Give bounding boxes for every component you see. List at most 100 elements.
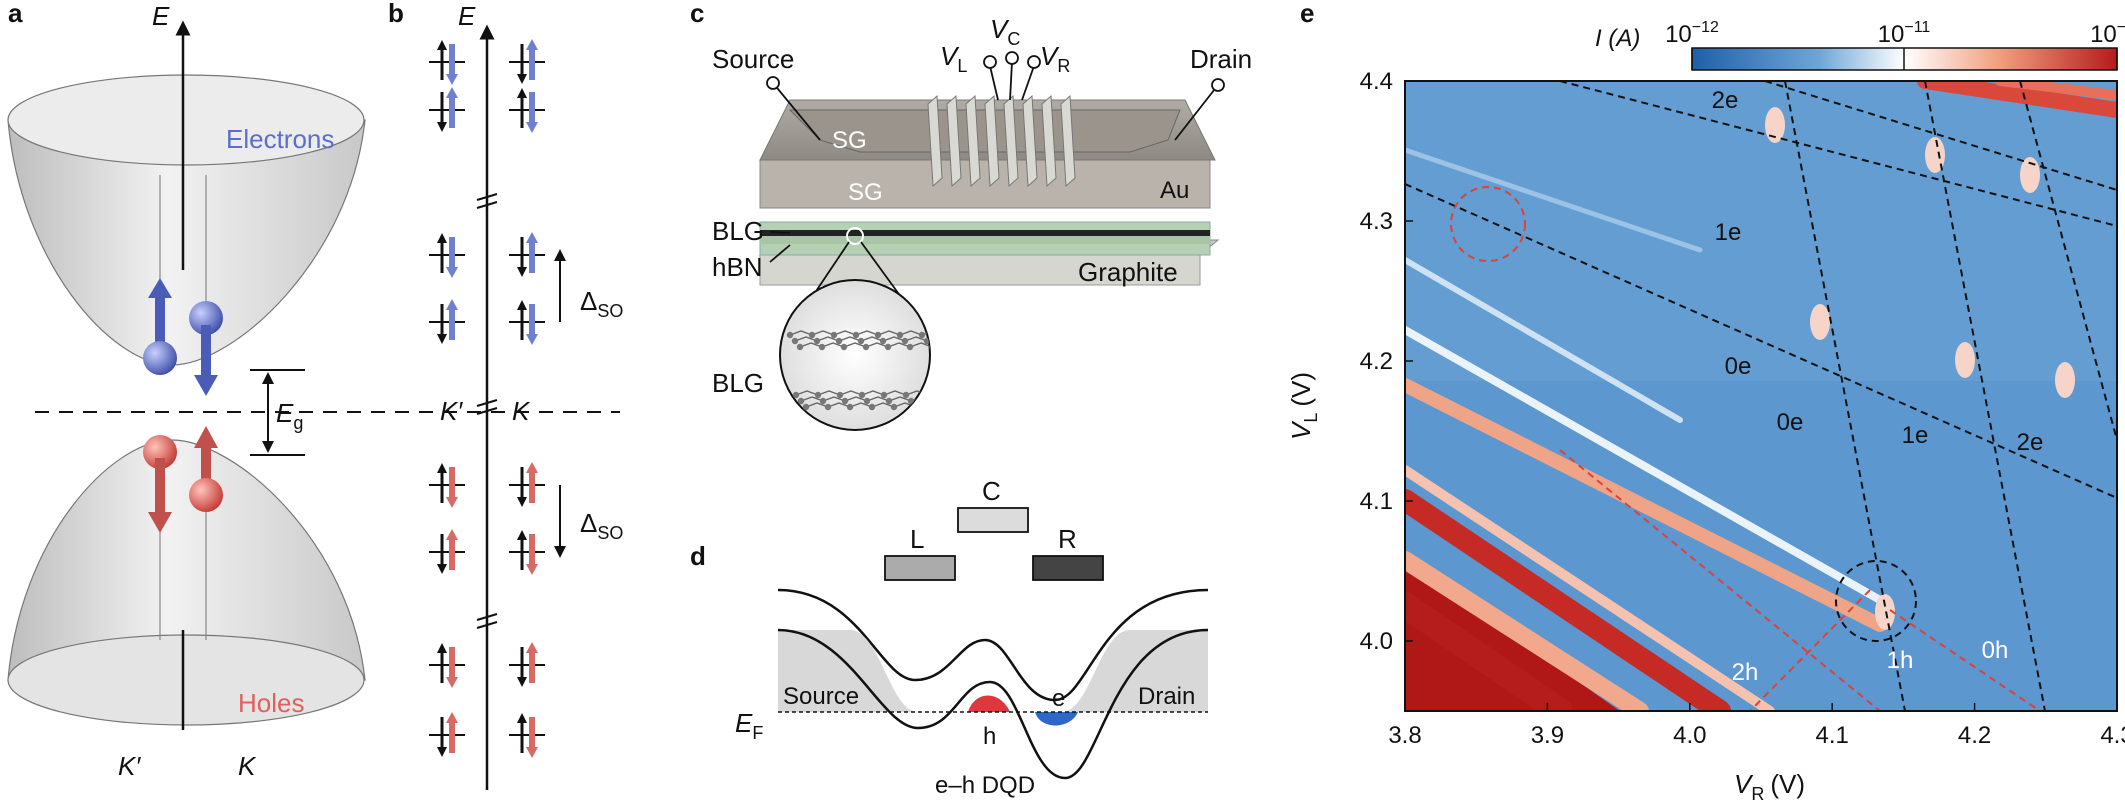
bilayer-lattice xyxy=(786,330,955,411)
current-stripe xyxy=(1405,465,1775,711)
spin-arrowhead-black xyxy=(517,267,527,277)
lattice-atom xyxy=(824,403,832,411)
electron-label: e xyxy=(1052,685,1065,712)
lattice-bond xyxy=(933,397,955,401)
lattice-bond xyxy=(904,336,928,342)
lattice-bond xyxy=(795,390,819,396)
split-gate-top-label: SG xyxy=(832,127,867,154)
electrons-label: Electrons xyxy=(226,124,334,154)
spin-arrowhead-black xyxy=(437,233,447,243)
lattice-bond xyxy=(839,390,863,396)
panel-b: b E K′ K ΔSO ΔSO xyxy=(388,0,623,790)
drain-label: Drain xyxy=(1190,44,1252,74)
lattice-atom xyxy=(802,403,810,411)
x-tick-label: 4.2 xyxy=(1958,722,1991,749)
gate-finger xyxy=(1041,94,1057,188)
charge-state-label: 2e xyxy=(2017,429,2044,456)
lattice-atom xyxy=(902,391,910,399)
spin-arrowhead-black xyxy=(517,530,527,540)
charge-state-label: 2e xyxy=(1712,87,1739,114)
spin-valley-levels xyxy=(429,39,545,758)
lattice-atom xyxy=(929,397,930,405)
triple-point xyxy=(1875,594,1895,630)
spin-arrowhead-black xyxy=(437,564,447,574)
lattice-atom xyxy=(786,331,794,339)
boundary-dashed-line xyxy=(1764,81,2117,191)
valence-fill-left xyxy=(778,630,918,712)
current-stripe xyxy=(1405,147,1703,253)
lattice-bond xyxy=(888,396,912,402)
colorbar-tick-label: 10−10 xyxy=(2090,19,2125,48)
blg-pointer xyxy=(769,231,791,234)
panel-c: c Source Drain VL VC VR SG SG Au Graphit… xyxy=(690,0,1252,431)
gap-label: Eg xyxy=(276,398,303,433)
lattice-bond xyxy=(927,390,930,396)
panel-b-letter: b xyxy=(388,0,404,28)
lattice-atom xyxy=(896,331,904,339)
lattice-bond xyxy=(799,342,823,348)
colorbar-label: I (A) xyxy=(1595,25,1640,52)
lattice-atom xyxy=(818,343,826,351)
y-tick-label: 4.3 xyxy=(1360,208,1393,235)
lattice-bond xyxy=(866,396,890,402)
valley-k-b-label: K xyxy=(512,396,531,426)
dqd-caption: e–h DQD xyxy=(935,772,1035,799)
valley-kprime-label: K′ xyxy=(118,751,141,781)
vl-label: VL xyxy=(940,41,967,76)
spin-arrowhead-black xyxy=(437,122,447,132)
electron-spin-up xyxy=(143,278,177,375)
current-stripe xyxy=(1405,257,1683,423)
charge-state-label: 0h xyxy=(1982,637,2009,664)
spin-arrowhead-black xyxy=(437,463,447,473)
gate-c-label: C xyxy=(982,476,1001,506)
hole-pocket xyxy=(968,695,1010,712)
lattice-bond xyxy=(899,330,923,336)
panel-a-letter: a xyxy=(8,0,23,28)
spin-arrowhead-colored xyxy=(526,642,538,653)
lattice-bond xyxy=(816,336,840,342)
lattice-bond xyxy=(789,330,813,336)
triple-point xyxy=(2055,362,2075,398)
lattice-bond xyxy=(849,402,873,408)
heatmap-axis-ticks: 3.83.94.04.14.24.34.04.14.24.34.4 xyxy=(1360,68,2125,749)
lattice-bond xyxy=(817,390,841,396)
fermi-energy-label: EF xyxy=(735,708,763,743)
lattice-bond xyxy=(838,336,862,342)
lattice-bond xyxy=(860,336,884,342)
spin-arrowhead-colored xyxy=(446,497,458,508)
lattice-atom xyxy=(841,397,849,405)
spin-arrowhead-colored xyxy=(446,712,458,723)
lattice-atom xyxy=(835,337,843,345)
gate-r-box xyxy=(1032,555,1104,581)
lattice-bond xyxy=(805,402,829,408)
hbn-layer-2 xyxy=(760,236,1210,244)
lattice-bond xyxy=(915,402,930,408)
lattice-atom xyxy=(880,391,888,399)
blg-layer xyxy=(760,230,1210,236)
lattice-bond xyxy=(861,390,885,396)
spin-arrowhead-black xyxy=(517,88,527,98)
charge-state-label: 0e xyxy=(1777,409,1804,436)
gate-finger xyxy=(1060,94,1076,188)
lattice-atom xyxy=(874,331,882,339)
lattice-atom xyxy=(890,403,898,411)
gate-fingers xyxy=(927,94,1076,188)
y-tick-label: 4.4 xyxy=(1360,68,1393,95)
valence-fill-right xyxy=(1062,630,1208,712)
spin-arrowhead-black xyxy=(437,643,447,653)
gate-c-box xyxy=(957,507,1029,533)
lattice-atom xyxy=(863,397,871,405)
current-stripe xyxy=(1995,81,2117,100)
x-tick-label: 4.3 xyxy=(2100,722,2125,749)
lattice-atom xyxy=(935,404,941,410)
heatmap-frame xyxy=(1404,80,2118,712)
y-tick-label: 4.0 xyxy=(1360,628,1393,655)
source-d-label: Source xyxy=(783,683,859,710)
lattice-bond xyxy=(877,330,901,336)
graphite-label: Graphite xyxy=(1078,257,1178,287)
lattice-atom xyxy=(906,343,914,351)
charge-state-label: 1e xyxy=(1715,219,1742,246)
lattice-bond xyxy=(794,336,818,342)
